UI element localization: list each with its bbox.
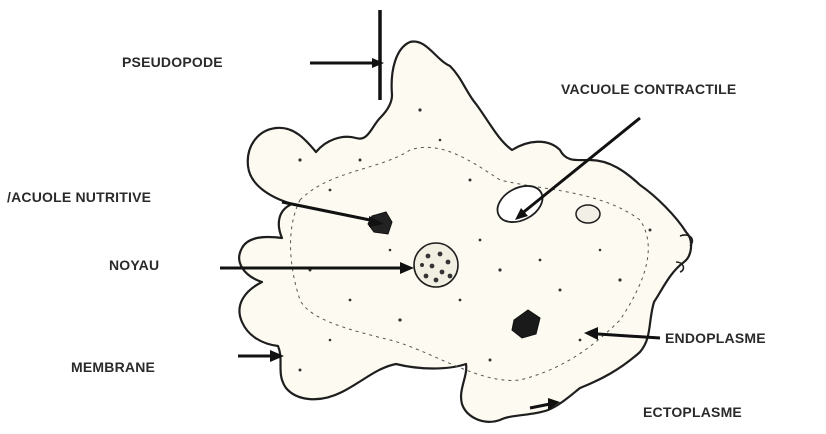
label-vacuole-nutritive: /ACUOLE NUTRITIVE (7, 190, 151, 204)
label-endoplasme: ENDOPLASME (665, 331, 766, 345)
amoeba-cell-body (239, 42, 691, 422)
nucleus (414, 243, 458, 287)
label-ectoplasme: ECTOPLASME (643, 405, 742, 419)
label-noyau: NOYAU (109, 258, 159, 272)
label-membrane: MEMBRANE (71, 360, 155, 374)
label-pseudopode: PSEUDOPODE (122, 55, 223, 69)
label-vacuole-contractile: VACUOLE CONTRACTILE (561, 82, 736, 96)
small-vacuole (576, 205, 600, 223)
